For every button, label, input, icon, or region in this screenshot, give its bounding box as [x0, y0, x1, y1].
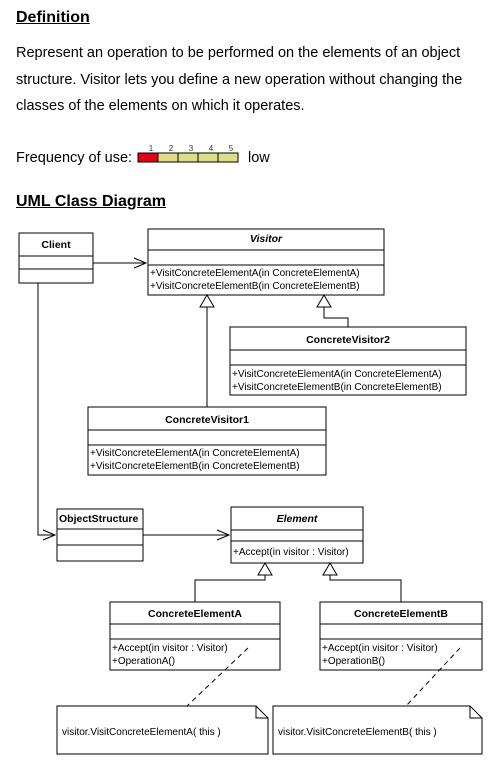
frequency-low-label: low	[248, 150, 270, 166]
definition-text: Represent an operation to be performed o…	[16, 45, 463, 114]
visitor-op-2: +VisitConcreteElementB(in ConcreteElemen…	[150, 281, 360, 292]
concrete-element-a-op-1: +Accept(in visitor : Visitor)	[112, 643, 228, 654]
visitor-op-1: +VisitConcreteElementA(in ConcreteElemen…	[150, 268, 360, 279]
concrete-element-b-name: ConcreteElementB	[354, 608, 448, 620]
definition-heading: Definition	[16, 9, 90, 26]
class-concrete-visitor1: ConcreteVisitor1 +VisitConcreteElementA(…	[87, 406, 327, 476]
frequency-scale-number: 4	[209, 144, 214, 153]
concrete-visitor1-op-2: +VisitConcreteElementB(in ConcreteElemen…	[90, 461, 300, 472]
class-concrete-element-a: ConcreteElementA +Accept(in visitor : Vi…	[109, 601, 281, 671]
concrete-visitor2-name: ConcreteVisitor2	[306, 334, 390, 346]
concrete-element-b-op-2: +OperationB()	[322, 656, 385, 667]
generalization-element-b	[322, 562, 402, 602]
frequency-scale-number: 3	[189, 144, 194, 153]
object-structure-name: ObjectStructure	[59, 513, 139, 525]
concrete-element-a-name: ConcreteElementA	[148, 608, 242, 620]
frequency-scale-number: 2	[169, 144, 174, 153]
frequency-scale: 1 2 3 4 5	[137, 144, 239, 163]
uml-heading: UML Class Diagram	[16, 193, 166, 210]
concrete-visitor2-op-1: +VisitConcreteElementA(in ConcreteElemen…	[232, 369, 442, 380]
class-client: Client	[18, 232, 94, 284]
note-b-text: visitor.VisitConcreteElementB( this )	[278, 727, 437, 738]
note-a-text: visitor.VisitConcreteElementA( this )	[62, 727, 221, 738]
class-concrete-element-b: ConcreteElementB +Accept(in visitor : Vi…	[319, 601, 483, 671]
client-name: Client	[41, 239, 71, 251]
concrete-element-b-op-1: +Accept(in visitor : Visitor)	[322, 643, 438, 654]
association-client-object-structure	[37, 283, 55, 535]
concrete-visitor1-name: ConcreteVisitor1	[165, 414, 249, 426]
frequency-scale-number: 1	[149, 144, 154, 153]
visitor-name: Visitor	[250, 233, 283, 245]
generalization-visitor1	[199, 294, 215, 407]
frequency-label: Frequency of use:	[16, 150, 133, 166]
frequency-scale-cell	[217, 152, 239, 163]
class-concrete-visitor2: ConcreteVisitor2 +VisitConcreteElementA(…	[229, 326, 467, 396]
element-name: Element	[277, 513, 318, 525]
class-element: Element +Accept(in visitor : Visitor)	[230, 506, 364, 564]
class-visitor: Visitor +VisitConcreteElementA(in Concre…	[147, 228, 385, 296]
element-op-1: +Accept(in visitor : Visitor)	[233, 547, 349, 558]
generalization-element-a	[194, 562, 273, 602]
generalization-visitor2	[316, 294, 349, 327]
concrete-element-a-op-2: +OperationA()	[112, 656, 175, 667]
note-concrete-element-b: visitor.VisitConcreteElementB( this )	[272, 647, 483, 755]
note-concrete-element-a: visitor.VisitConcreteElementA( this )	[56, 647, 269, 755]
frequency-scale-number: 5	[229, 144, 234, 153]
concrete-visitor2-op-2: +VisitConcreteElementB(in ConcreteElemen…	[232, 382, 442, 393]
concrete-visitor1-op-1: +VisitConcreteElementA(in ConcreteElemen…	[90, 448, 300, 459]
class-object-structure: ObjectStructure	[56, 508, 144, 562]
